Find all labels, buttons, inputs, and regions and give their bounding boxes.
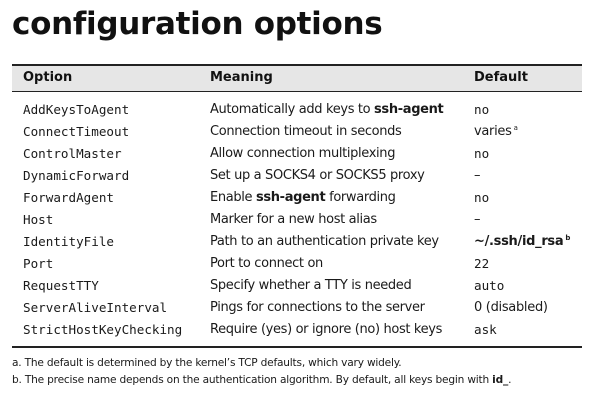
option-default: – <box>474 168 481 183</box>
option-default: no <box>474 146 489 161</box>
option-name: ForwardAgent <box>23 190 114 205</box>
default-value: ~/.ssh/id_rsa <box>474 234 564 249</box>
default-value: 0 (disabled) <box>474 300 548 315</box>
option-default: 0 (disabled) <box>474 300 548 315</box>
default-value: 22 <box>474 256 490 271</box>
default-value: auto <box>474 278 505 293</box>
option-meaning: Connection timeout in seconds <box>210 124 402 139</box>
meaning-text: forwarding <box>325 190 396 205</box>
default-value: no <box>474 146 490 161</box>
option-default: no <box>474 102 489 117</box>
header-option: Option <box>23 70 73 85</box>
table-row: ServerAliveInterval Pings for connections… <box>12 298 582 320</box>
footnote-b: b. The precise name depends on the authe… <box>12 374 511 391</box>
option-default: 22 <box>474 256 489 271</box>
footnote-b-code: id_ <box>492 374 509 386</box>
meaning-text: Set up a SOCKS4 or SOCKS5 proxy <box>210 168 425 183</box>
option-name: ServerAliveInterval <box>23 300 168 315</box>
meaning-emphasis: ssh-agent <box>374 102 444 117</box>
table-row: ConnectTimeout Connection timeout in seco… <box>12 122 582 144</box>
footnote-marker: a <box>513 123 518 132</box>
table-row: ForwardAgent Enable ssh-agent forwarding n… <box>12 188 582 210</box>
header-default: Default <box>474 70 528 85</box>
option-name: IdentityFile <box>23 234 114 249</box>
table-row: StrictHostKeyChecking Require (yes) or ig… <box>12 320 582 342</box>
meaning-text: Allow connection multiplexing <box>210 146 396 161</box>
meaning-text: Specify whether a TTY is needed <box>210 278 412 293</box>
meaning-text: Enable <box>210 190 256 205</box>
table-row: RequestTTY Specify whether a TTY is neede… <box>12 276 582 298</box>
meaning-text: Port to connect on <box>210 256 323 271</box>
option-meaning: Enable ssh-agent forwarding <box>210 190 396 205</box>
table-row: DynamicForward Set up a SOCKS4 or SOCKS5 … <box>12 166 582 188</box>
default-value: no <box>474 190 490 205</box>
option-meaning: Path to an authentication private key <box>210 234 439 249</box>
option-default: no <box>474 190 489 205</box>
option-name: DynamicForward <box>23 168 130 183</box>
footnote-b-end: . <box>508 374 512 386</box>
options-table: Option Meaning Default AddKeysToAgent Aut… <box>12 64 582 348</box>
footnote-marker: b <box>565 233 571 242</box>
footnote-b-text: b. The precise name depends on the authe… <box>12 374 493 386</box>
meaning-text: Pings for connections to the server <box>210 300 425 315</box>
option-meaning: Port to connect on <box>210 256 323 271</box>
table-row: IdentityFile Path to an authentication pr… <box>12 232 582 254</box>
meaning-text: Require (yes) or ignore (no) host keys <box>210 322 443 337</box>
option-meaning: Require (yes) or ignore (no) host keys <box>210 322 442 337</box>
meaning-text: Path to an authentication private key <box>210 234 439 249</box>
option-meaning: Pings for connections to the server <box>210 300 425 315</box>
option-meaning: Set up a SOCKS4 or SOCKS5 proxy <box>210 168 425 183</box>
option-meaning: Marker for a new host alias <box>210 212 377 227</box>
option-name: ConnectTimeout <box>23 124 130 139</box>
footnotes: a. The default is determined by the kern… <box>12 357 511 391</box>
table-row: AddKeysToAgent Automatically add keys to … <box>12 100 582 122</box>
option-name: ControlMaster <box>23 146 122 161</box>
option-name: Port <box>23 256 54 271</box>
option-meaning: Allow connection multiplexing <box>210 146 395 161</box>
option-name: AddKeysToAgent <box>23 102 130 117</box>
default-value: – <box>474 212 481 227</box>
page-title: configuration options <box>12 6 383 42</box>
table-row: ControlMaster Allow connection multiplexi… <box>12 144 582 166</box>
default-value: no <box>474 102 490 117</box>
table-row: Port Port to connect on 22 <box>12 254 582 276</box>
meaning-text: Marker for a new host alias <box>210 212 377 227</box>
meaning-emphasis: ssh-agent <box>255 190 326 205</box>
table-body: AddKeysToAgent Automatically add keys to … <box>12 92 582 346</box>
option-default: – <box>474 212 481 227</box>
footnote-a: a. The default is determined by the kern… <box>12 357 402 369</box>
option-meaning: Specify whether a TTY is needed <box>210 278 412 293</box>
default-value: ask <box>474 322 497 337</box>
option-default: ask <box>474 322 497 337</box>
default-value: – <box>474 168 481 183</box>
option-meaning: Automatically add keys to ssh-agent <box>210 102 444 117</box>
option-default: auto <box>474 278 504 293</box>
table-header: Option Meaning Default <box>12 66 582 92</box>
option-name: RequestTTY <box>23 278 99 293</box>
table-row: Host Marker for a new host alias – <box>12 210 582 232</box>
header-meaning: Meaning <box>210 70 273 85</box>
meaning-text: Connection timeout in seconds <box>210 124 402 139</box>
option-name: StrictHostKeyChecking <box>23 322 183 337</box>
option-name: Host <box>23 212 54 227</box>
meaning-text: Automatically add keys to <box>210 102 375 117</box>
default-value: varies <box>474 124 512 139</box>
